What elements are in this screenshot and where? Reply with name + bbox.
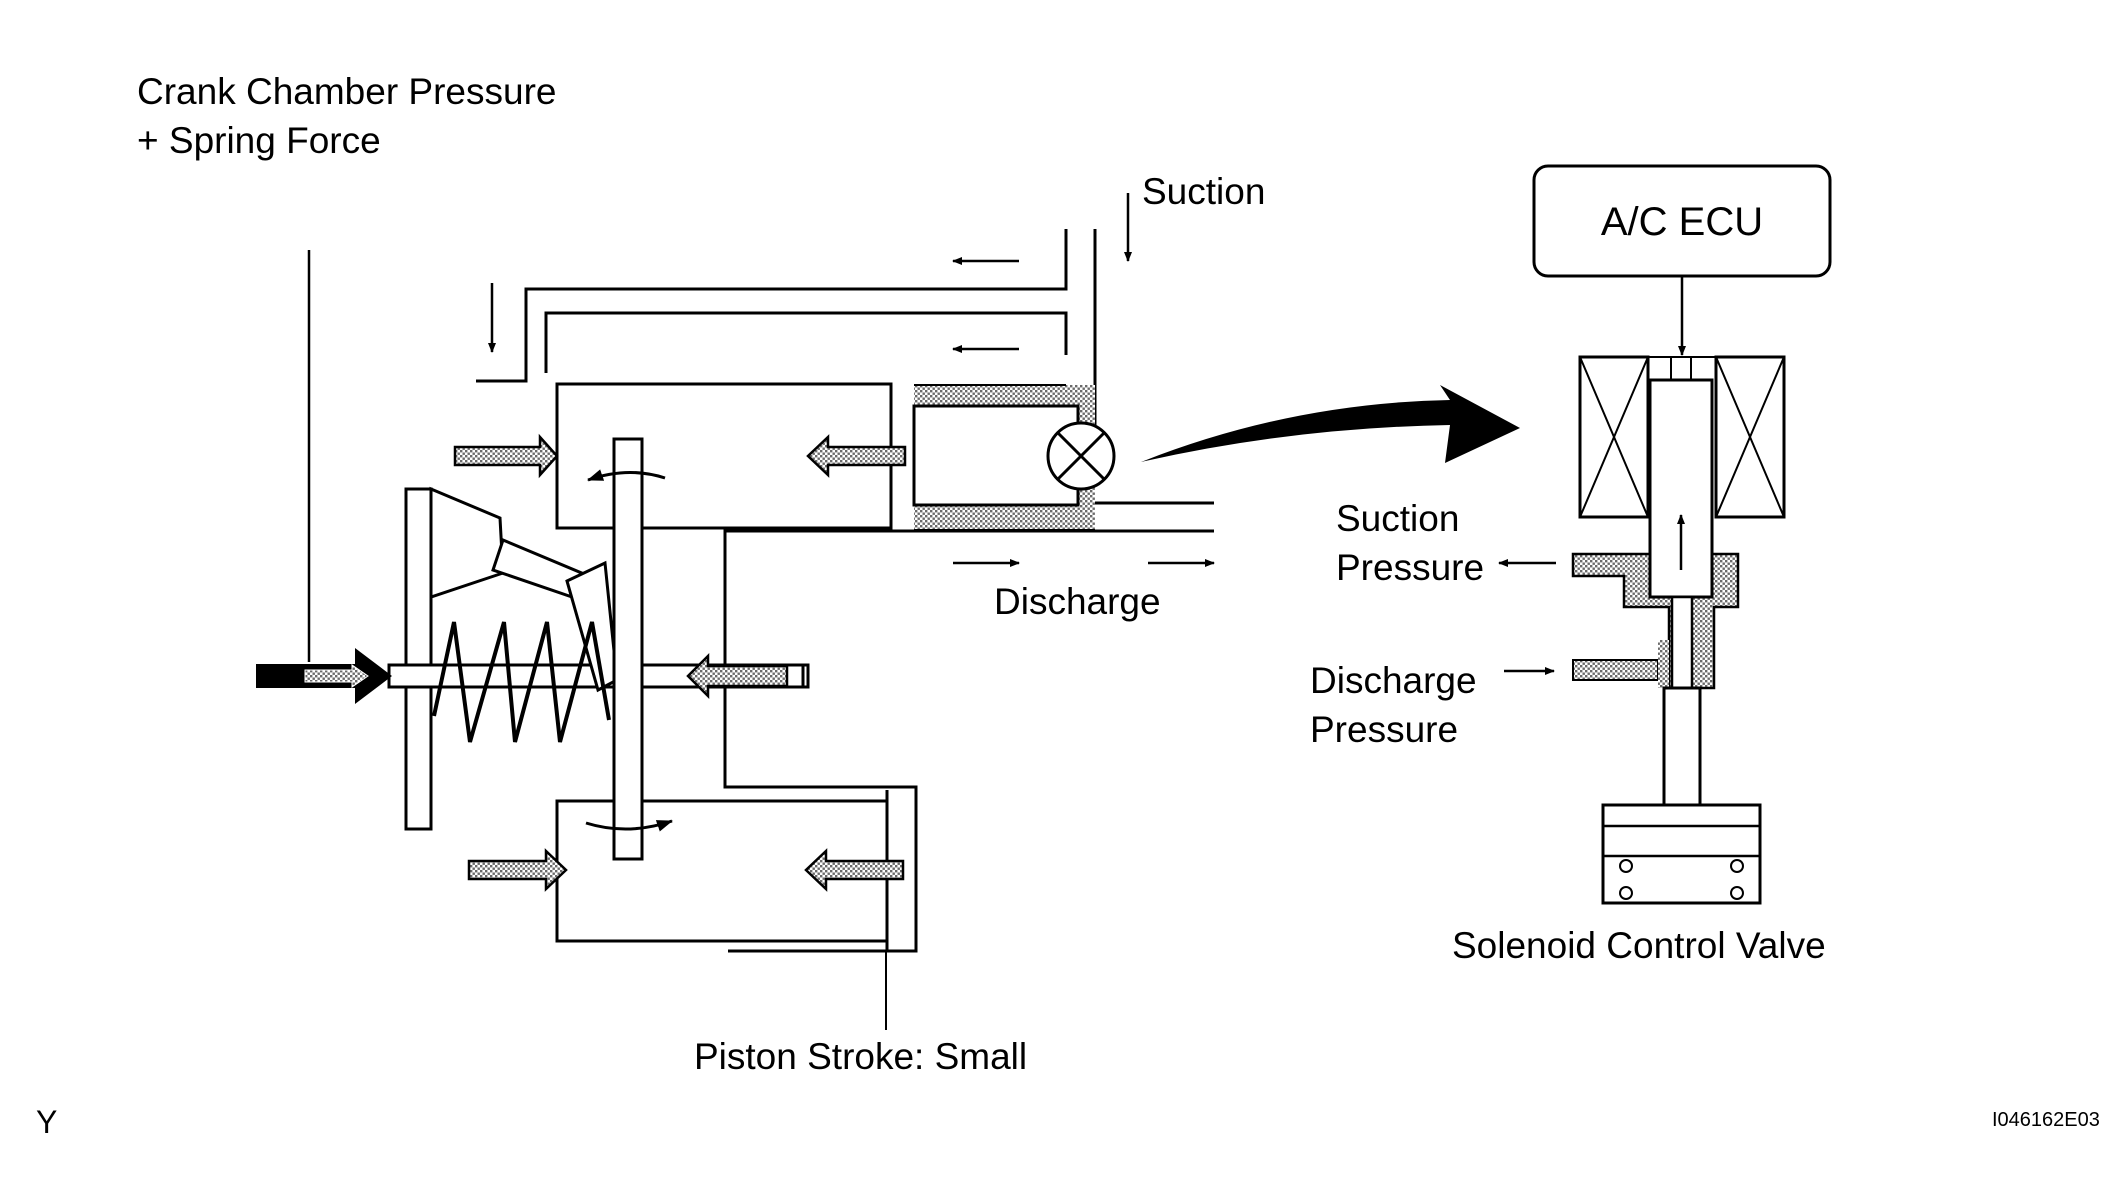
suction-label: Suction (1142, 171, 1265, 212)
pressure-arrow-upper-left (453, 433, 559, 479)
suction-channel-outer (476, 229, 1068, 383)
corner-tag: Y (36, 1104, 57, 1140)
valve-housing (912, 384, 1116, 531)
solenoid-valve-label: Solenoid Control Valve (1452, 925, 1826, 966)
pressure-arrow-lower-right (804, 848, 905, 892)
figure-id: I046162E03 (1992, 1109, 2100, 1131)
bellows-housing (1601, 803, 1762, 905)
rotation-arrows (585, 469, 673, 832)
ecu-label: A/C ECU (1601, 200, 1763, 244)
suction-channel-inner (544, 311, 1068, 373)
solenoid-control-valve: A/C ECU (1532, 164, 1832, 905)
spring-icon (432, 621, 611, 743)
discharge-label: Discharge (994, 581, 1161, 622)
valve-stem (1670, 595, 1694, 691)
crank-pressure-label-1: Crank Chamber Pressure (137, 71, 556, 112)
rotation-arrow-lower (585, 819, 673, 832)
pressure-arrow-shaft (686, 652, 789, 700)
solenoid-pressure-arrows (1498, 559, 1556, 675)
flow-arrows (488, 193, 1215, 1030)
link-arrow-icon (1141, 385, 1520, 463)
rotation-arrow-upper (587, 469, 666, 482)
discharge-pressure-label-2: Pressure (1310, 709, 1458, 750)
lug-plate (429, 486, 505, 600)
discharge-port (1572, 659, 1659, 681)
piston-stroke-label: Piston Stroke: Small (694, 1036, 1027, 1077)
discharge-pressure-label-1: Discharge (1310, 660, 1477, 701)
piston-rod (612, 437, 644, 861)
discharge-passage-outer (723, 529, 1214, 953)
drive-plate (404, 487, 433, 831)
crank-pressure-label-2: + Spring Force (137, 120, 381, 161)
pressure-arrows (453, 433, 907, 892)
swash-plate-mechanism (387, 437, 810, 861)
suction-pressure-label-2: Pressure (1336, 547, 1484, 588)
suction-pressure-label-1: Suction (1336, 498, 1459, 539)
pressure-arrow-upper-right (806, 434, 907, 478)
pressure-arrow-lower-left (467, 848, 568, 892)
crank-pressure-arrow (256, 250, 392, 704)
